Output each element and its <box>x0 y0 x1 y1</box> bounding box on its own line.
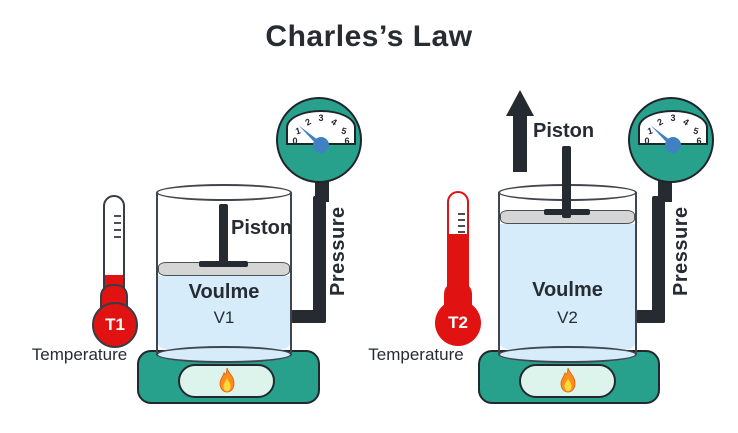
pressure-label-right: Pressure <box>670 206 692 296</box>
piston-rod-right <box>562 146 571 218</box>
cylinder-top-rim-left <box>156 184 292 201</box>
up-arrow-shaft <box>513 112 527 172</box>
cylinder-right <box>498 192 637 355</box>
pressure-pipe-vertical-right <box>652 196 665 323</box>
gas-volume-left <box>158 276 290 356</box>
volume-label-right: Voulme <box>532 279 603 301</box>
thermometer-tick <box>114 222 121 224</box>
gauge-stem-right <box>658 178 672 202</box>
gauge-tick-label: 6 <box>344 136 350 146</box>
pressure-label-left: Pressure <box>327 206 349 296</box>
thermometer-tick <box>114 236 121 238</box>
pressure-pipe-vertical-left <box>313 196 326 323</box>
up-arrow-icon <box>506 90 534 116</box>
pressure-pipe-horizontal-left <box>291 310 326 323</box>
gauge-tick-label: 3 <box>670 113 676 123</box>
gauge-tick-label: 3 <box>318 113 324 123</box>
pressure-gauge-right: 0 1 2 3 4 5 6 <box>628 97 714 183</box>
thermometer-bulb-left: T1 <box>92 302 138 348</box>
cylinder-left <box>156 192 292 355</box>
gauge-hub-icon <box>313 137 329 153</box>
gauge-tick-label: 0 <box>644 136 650 146</box>
piston-label-left: Piston <box>231 217 293 239</box>
thermometer-tick <box>114 215 121 217</box>
temperature-caption-right: Temperature <box>368 345 464 364</box>
thermometer-tick <box>458 213 465 215</box>
piston-label-right: Piston <box>533 120 595 142</box>
thermometer-reading-right: T2 <box>448 313 468 332</box>
thermometer-tick <box>458 219 465 221</box>
volume-label-left: Voulme <box>188 281 260 303</box>
diagram-title: Charles’s Law <box>265 20 473 53</box>
volume-value-left: V1 <box>213 308 235 327</box>
pressure-gauge-left: 0 1 2 3 4 5 6 <box>276 97 362 183</box>
piston-rod-left <box>219 204 228 266</box>
thermometer-tick <box>458 231 465 233</box>
temperature-caption-left: Temperature <box>31 345 128 364</box>
thermometer-tick <box>114 229 121 231</box>
thermometer-tick <box>458 225 465 227</box>
gauge-stem-left <box>315 178 329 202</box>
volume-value-right: V2 <box>557 308 578 327</box>
flame-icon <box>560 367 576 393</box>
thermometer-reading-left: T1 <box>105 315 125 334</box>
gauge-tick-label: 0 <box>292 136 298 146</box>
pressure-pipe-horizontal-right <box>636 310 665 323</box>
thermometer-bulb-right: T2 <box>435 300 481 346</box>
gauge-tick-label: 6 <box>696 136 702 146</box>
flame-icon <box>219 367 235 393</box>
gas-volume-right <box>500 224 635 356</box>
gauge-hub-icon <box>665 137 681 153</box>
